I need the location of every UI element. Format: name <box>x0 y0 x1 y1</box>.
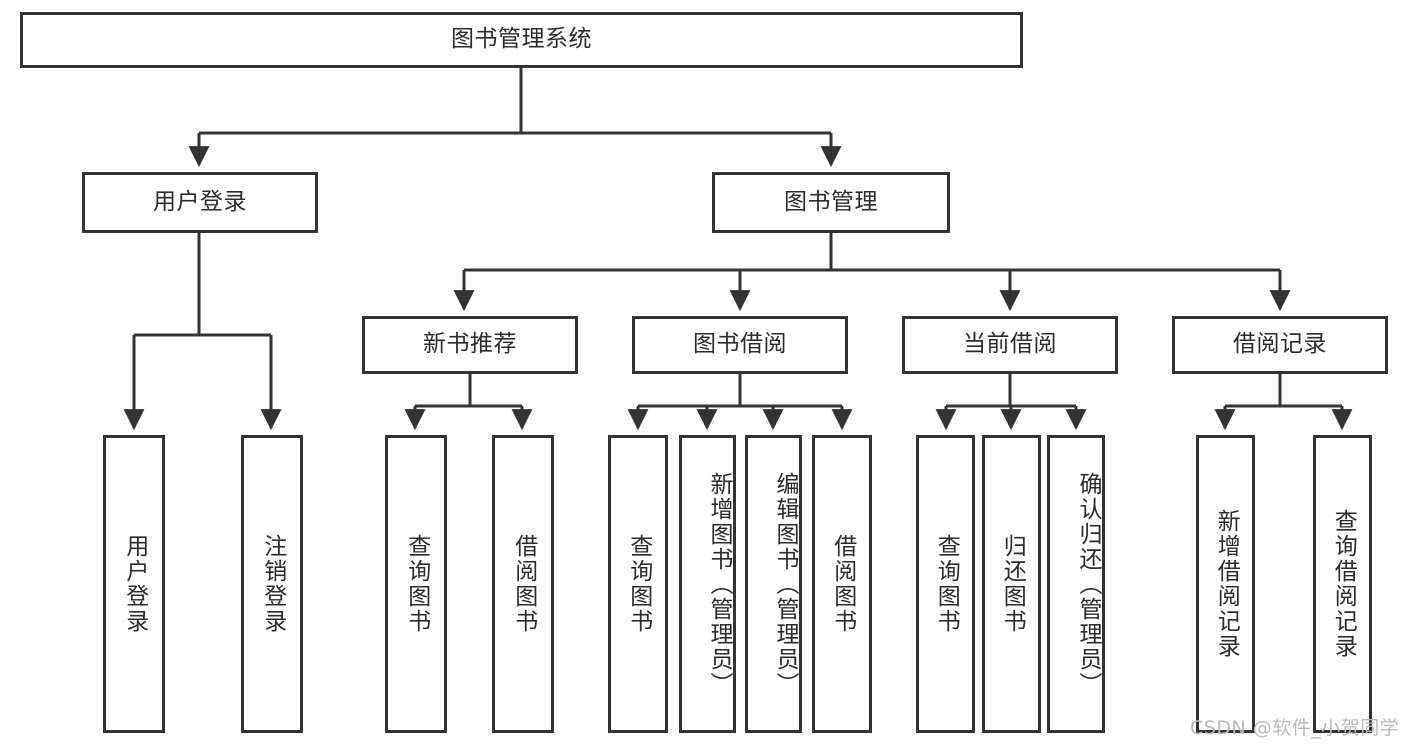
watermark: CSDN @软件_小贺同学 <box>1190 717 1400 739</box>
node-label: 图书借阅 <box>693 331 787 358</box>
node-current-borrow[interactable]: 当前借阅 <box>902 316 1118 374</box>
node-borrow-records[interactable]: 借阅记录 <box>1172 316 1388 374</box>
node-label: 借阅图书 <box>829 534 856 634</box>
leaf-edit-book-admin[interactable]: 编辑图书（管理员） <box>745 435 802 733</box>
leaf-borrow-book-recommend[interactable]: 借阅图书 <box>492 435 554 733</box>
node-label: 新书推荐 <box>423 331 517 358</box>
node-label: 借阅记录 <box>1233 331 1327 358</box>
node-label: 新增借阅记录 <box>1213 509 1240 659</box>
node-label: 图书管理 <box>784 188 878 215</box>
leaf-user-login[interactable]: 用户登录 <box>103 435 165 733</box>
leaf-query-book-current[interactable]: 查询图书 <box>916 435 975 733</box>
leaf-query-book-borrow[interactable]: 查询图书 <box>608 435 668 733</box>
leaf-borrow-book[interactable]: 借阅图书 <box>812 435 872 733</box>
leaf-query-book-recommend[interactable]: 查询图书 <box>385 435 447 733</box>
node-label: 确认归还（管理员） <box>1075 471 1101 697</box>
leaf-query-borrow-record[interactable]: 查询借阅记录 <box>1313 435 1372 733</box>
node-label: 注销登录 <box>259 534 286 634</box>
leaf-confirm-return-admin[interactable]: 确认归还（管理员） <box>1047 435 1105 733</box>
node-new-book-recommend[interactable]: 新书推荐 <box>362 316 578 374</box>
node-root-book-management-system[interactable]: 图书管理系统 <box>20 12 1023 68</box>
node-label: 查询图书 <box>403 534 430 634</box>
node-label: 查询图书 <box>933 534 960 634</box>
node-label: 查询借阅记录 <box>1330 509 1357 659</box>
node-user-login[interactable]: 用户登录 <box>82 172 318 233</box>
leaf-return-book[interactable]: 归还图书 <box>982 435 1041 733</box>
node-label: 用户登录 <box>121 534 148 634</box>
node-label: 编辑图书（管理员） <box>772 471 798 697</box>
leaf-add-borrow-record[interactable]: 新增借阅记录 <box>1196 435 1255 733</box>
node-label: 借阅图书 <box>510 534 537 634</box>
node-label: 归还图书 <box>999 534 1026 634</box>
leaf-logout-login[interactable]: 注销登录 <box>241 435 303 733</box>
node-book-borrow[interactable]: 图书借阅 <box>632 316 848 374</box>
node-book-management[interactable]: 图书管理 <box>712 172 950 233</box>
node-label: 用户登录 <box>153 188 247 215</box>
node-label: 新增图书（管理员） <box>706 471 732 697</box>
node-label: 查询图书 <box>625 534 652 634</box>
leaf-add-book-admin[interactable]: 新增图书（管理员） <box>679 435 736 733</box>
node-label: 图书管理系统 <box>451 26 592 53</box>
node-label: 当前借阅 <box>963 331 1057 358</box>
